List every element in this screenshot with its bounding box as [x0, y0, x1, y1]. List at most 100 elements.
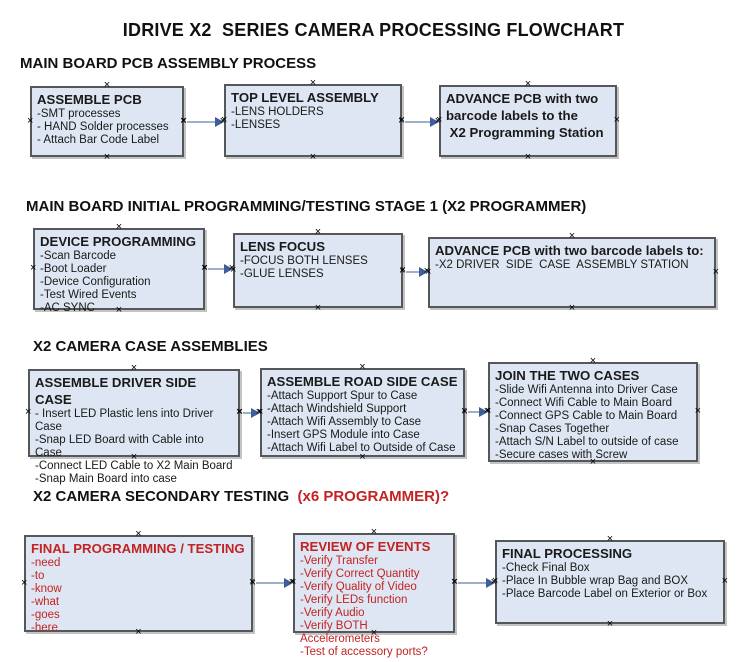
section-heading-red-part: (x6 PROGRAMMER)? [293, 488, 450, 505]
box-title: ASSEMBLE PCB [37, 92, 142, 107]
connection-handle-icon: × [314, 302, 322, 314]
connection-handle-icon: × [130, 362, 138, 374]
box-item: -Device Configuration [40, 276, 151, 288]
box-title: ASSEMBLE DRIVER SIDE CASE [35, 375, 200, 407]
box-item: -Secure cases with Screw [495, 449, 628, 461]
box-title: ADVANCE PCB with two barcode labels to t… [446, 91, 604, 140]
box-item: -Attach Wifi Label to Outside of Case [267, 442, 456, 454]
arrow-head-icon [486, 578, 495, 588]
connection-handle-icon: × [694, 405, 701, 418]
flow-box-join-the-two-cases: JOIN THE TWO CASES-Slide Wifi Antenna in… [485, 356, 701, 468]
box-item: -goes [31, 609, 60, 621]
box-item: -need [31, 557, 61, 569]
connection-handle-icon: × [103, 79, 111, 91]
arrow-line [458, 582, 487, 584]
connection-handle-icon: × [712, 265, 719, 278]
box-item: -Insert GPS Module into Case [267, 429, 420, 441]
connection-handle-icon: × [613, 114, 620, 127]
box-item: -Scan Barcode [40, 250, 117, 262]
box-item: -Verify Correct Quantity [300, 568, 420, 580]
box-title: LENS FOCUS [240, 239, 325, 254]
section-heading-case-assemblies: X2 CAMERA CASE ASSEMBLIES [33, 338, 268, 355]
connection-handle-icon: × [30, 262, 37, 275]
box-item: -Snap Main Board into case [35, 473, 177, 485]
flow-arrow: ×× [461, 406, 490, 418]
box-title: JOIN THE TWO CASES [495, 368, 640, 383]
box-item: -Attach S/N Label to outside of case [495, 436, 679, 448]
flow-arrow: ×× [236, 407, 262, 419]
flow-arrow: ×× [399, 266, 430, 278]
box-item: -SMT processes [37, 108, 121, 120]
arrow-line [405, 121, 431, 123]
box-title: FINAL PROGRAMMING / TESTING [31, 541, 245, 556]
box-item: -Test of accessory ports? [300, 646, 428, 658]
flow-box-final-processing: FINAL PROCESSING-Check Final Box-Place I… [492, 534, 728, 630]
box-item: - Insert LED Plastic lens into Driver Ca… [35, 408, 217, 433]
page-title: IDRIVE X2 SERIES CAMERA PROCESSING FLOWC… [122, 20, 625, 40]
flow-box-final-programming-testing: FINAL PROGRAMMING / TESTING-need-to-know… [21, 529, 256, 638]
box-item: -Connect LED Cable to X2 Main Board [35, 460, 233, 472]
arrow-line [187, 121, 216, 123]
arrow-line [256, 582, 285, 584]
box-title: FINAL PROCESSING [502, 546, 633, 561]
section-heading-initial-programming: MAIN BOARD INITIAL PROGRAMMING/TESTING S… [26, 198, 587, 215]
flow-box-assemble-pcb: ASSEMBLE PCB-SMT processes- HAND Solder … [27, 80, 187, 163]
section-heading-secondary-testing: X2 CAMERA SECONDARY TESTING (x6 PROGRAMM… [33, 488, 449, 505]
connection-handle-icon: × [589, 355, 597, 367]
box-item: -Attach Windshield Support [267, 403, 407, 415]
connection-handle-icon: × [370, 526, 378, 538]
connection-handle-icon: × [721, 575, 728, 588]
connection-handle-icon: × [606, 618, 614, 630]
arrow-head-icon [284, 578, 293, 588]
connection-handle-icon: × [135, 528, 142, 540]
arrow-head-icon [419, 267, 428, 277]
flow-arrow: ×× [180, 116, 226, 128]
connection-handle-icon: × [524, 151, 532, 163]
flow-box-device-programming: DEVICE PROGRAMMING-Scan Barcode-Boot Loa… [30, 222, 208, 316]
box-item: -Place In Bubble wrap Bag and BOX [502, 575, 689, 587]
connection-handle-icon: × [568, 230, 576, 242]
box-item: - Attach Bar Code Label [37, 134, 160, 146]
box-item: -Check Final Box [502, 562, 590, 574]
box-item: -Slide Wifi Antenna into Driver Case [495, 384, 678, 396]
box-item: -GLUE LENSES [240, 268, 324, 280]
box-title: ADVANCE PCB with two barcode labels to: [435, 243, 704, 258]
box-title: DEVICE PROGRAMMING [40, 234, 197, 249]
box-item: -Connect GPS Cable to Main Board [495, 410, 678, 422]
box-item: -know [31, 583, 62, 595]
flow-box-top-level-assembly: TOP LEVEL ASSEMBLY-LENS HOLDERS-LENSES××… [221, 78, 405, 163]
box-item: -Test Wired Events [40, 289, 137, 301]
flow-arrow: ×× [249, 577, 295, 589]
box-item: -what [31, 596, 60, 608]
box-item: -Verify LEDs function [300, 594, 408, 606]
box-item: -Place Barcode Label on Exterior or Box [502, 588, 708, 600]
arrow-line [243, 412, 252, 414]
arrow-head-icon [430, 117, 439, 127]
connection-handle-icon: × [309, 77, 317, 89]
connection-handle-icon: × [115, 221, 123, 233]
box-item: -Attach Wifi Assembly to Case [267, 416, 422, 428]
flow-box-review-of-events: REVIEW OF EVENTS-Verify Transfer-Verify … [290, 527, 458, 659]
connection-handle-icon: × [524, 78, 532, 90]
flow-arrow: ×× [201, 263, 235, 275]
section-heading-pcb-assembly: MAIN BOARD PCB ASSEMBLY PROCESS [20, 55, 317, 72]
arrow-line [208, 268, 225, 270]
arrow-line [468, 411, 480, 413]
box-item: -Connect Wifi Cable to Main Board [495, 397, 673, 409]
flow-arrow: ×× [451, 577, 497, 589]
arrow-head-icon [215, 117, 224, 127]
connection-handle-icon: × [568, 302, 576, 314]
flow-box-assemble-road-side-case: ASSEMBLE ROAD SIDE CASE-Attach Support S… [257, 362, 468, 463]
flow-box-advance-to-case-assembly: ADVANCE PCB with two barcode labels to:-… [425, 231, 719, 314]
connection-handle-icon: × [606, 533, 614, 545]
box-item: -LENS HOLDERS [231, 106, 324, 118]
arrow-head-icon [251, 408, 260, 418]
box-item: - HAND Solder processes [37, 121, 169, 133]
box-item: -X2 DRIVER SIDE CASE ASSEMBLY STATION [435, 259, 689, 271]
connection-handle-icon: × [314, 226, 322, 238]
connection-handle-icon: × [27, 114, 34, 127]
connection-handle-icon: × [359, 361, 366, 373]
flow-arrow: ×× [398, 116, 441, 128]
box-item: -Verify Quality of Video [300, 581, 417, 593]
